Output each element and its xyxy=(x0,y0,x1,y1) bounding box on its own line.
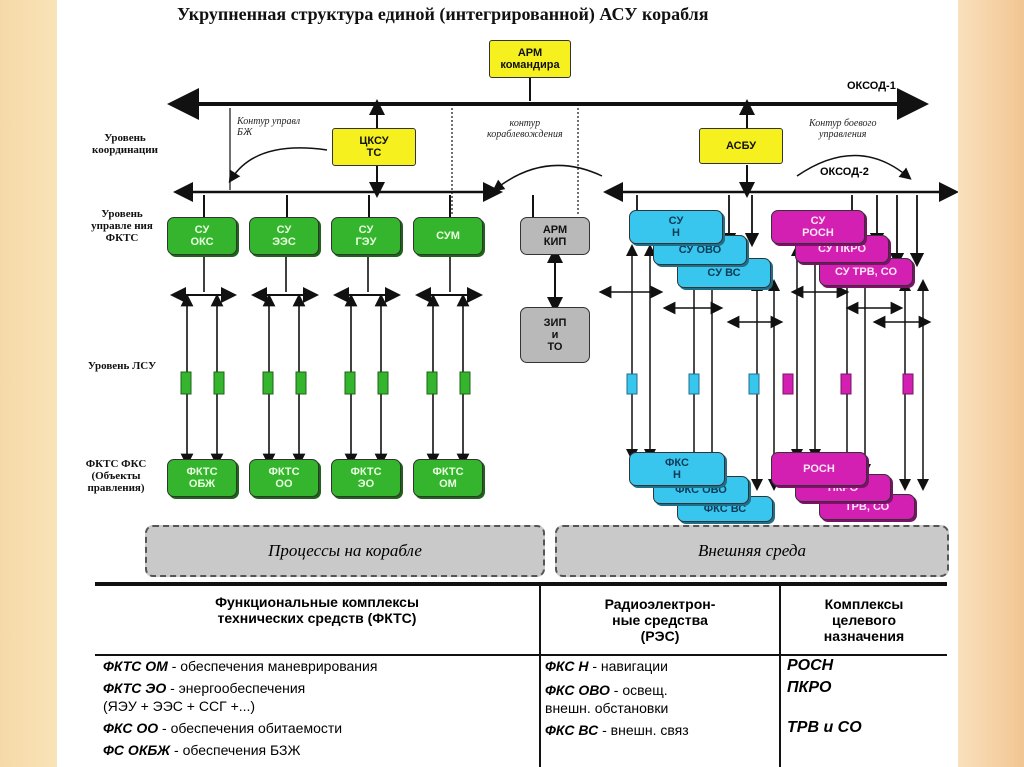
legend-row: ПКРО xyxy=(787,679,832,696)
ship-processes-bar: Процессы на корабле xyxy=(145,525,545,577)
external-environment-bar: Внешняя среда xyxy=(555,525,949,577)
cyan-object-box: ФКС Н xyxy=(629,452,725,486)
green-control-box: СУ ЭЭС xyxy=(249,217,319,255)
arm-kip-box: АРМ КИП xyxy=(520,217,590,255)
legend-row: ФКТС ОМ - обеспечения маневрирования xyxy=(103,658,378,674)
legend-row: РОСН xyxy=(787,657,834,674)
legend-row: ТРВ и СО xyxy=(787,719,862,736)
green-object-box: ФКТС ЭО xyxy=(331,459,401,497)
green-object-box: ФКТС ОМ xyxy=(413,459,483,497)
legend-row: ФС ОКБЖ - обеспечения БЗЖ xyxy=(103,742,301,758)
page-title: Укрупненная структура единой (интегриров… xyxy=(177,4,709,24)
green-control-box: СУ ОКС xyxy=(167,217,237,255)
magenta-object-box: РОСН xyxy=(771,452,867,486)
bus1-label: ОКСОД-1 xyxy=(847,80,896,92)
contour-left-label: Контур управл БЖ xyxy=(237,116,301,138)
legend-header-divider xyxy=(95,654,947,656)
legend-row: ФКТС ЭО - энергообеспечения xyxy=(103,680,306,696)
contour-middle-label: контур кораблевождения xyxy=(487,118,563,140)
green-object-box: ФКТС ОБЖ xyxy=(167,459,237,497)
green-control-box: СУМ xyxy=(413,217,483,255)
cyan-object-box: ФКС ВС xyxy=(677,496,773,522)
level-control-label: Уровень управле ния ФКТС xyxy=(91,208,153,244)
level-lsu-label: Уровень ЛСУ xyxy=(87,360,157,372)
left-background-strip xyxy=(0,0,57,767)
contour-right-label: Контур боевого управления xyxy=(809,118,877,140)
connection-lines xyxy=(167,78,958,491)
green-control-box: СУ ГЭУ xyxy=(331,217,401,255)
asbu-box: АСБУ xyxy=(699,128,783,164)
cyan-control-box: СУ Н xyxy=(629,210,723,244)
arm-commander-box: АРМ командира xyxy=(489,40,571,78)
ckcy-ts-box: ЦКСУ ТС xyxy=(332,128,416,166)
bus2-label: ОКСОД-2 xyxy=(820,166,869,178)
legend-row: (ЯЭУ + ЭЭС + ССГ +...) xyxy=(103,698,256,714)
legend-col2-header: Радиоэлектрон- ные средства (РЭС) xyxy=(604,596,716,644)
legend-row: ФКС ВС - внешн. связ xyxy=(545,722,689,738)
slide-sheet: Укрупненная структура единой (интегриров… xyxy=(57,0,958,767)
legend-row: внешн. обстановки xyxy=(545,700,669,716)
legend-col1-header: Функциональные комплексы технических сре… xyxy=(215,594,419,626)
right-background-strip xyxy=(958,0,1024,767)
magenta-control-box: СУ РОСН xyxy=(771,210,865,244)
legend-row: ФКС ОО - обеспечения обитаемости xyxy=(103,720,343,736)
level-objects-label: ФКТС ФКС (Объекты правления) xyxy=(85,458,147,494)
legend-col-res: Радиоэлектрон- ные средства (РЭС) ФКС Н … xyxy=(541,584,779,767)
legend-col-kcn: Комплексы целевого назначения РОСН ПКРО … xyxy=(781,584,947,767)
zip-to-box: ЗИП и ТО xyxy=(520,307,590,363)
green-object-box: ФКТС ОО xyxy=(249,459,319,497)
legend-row: ФКС Н - навигации xyxy=(545,658,668,674)
level-coordination-label: Уровень координации xyxy=(92,132,158,156)
legend-col3-header: Комплексы целевого назначения xyxy=(823,596,905,644)
legend-col-fkts: Функциональные комплексы технических сре… xyxy=(95,584,539,767)
legend-table: Функциональные комплексы технических сре… xyxy=(95,582,947,767)
legend-row: ФКС ОВО - освещ. xyxy=(545,682,668,698)
